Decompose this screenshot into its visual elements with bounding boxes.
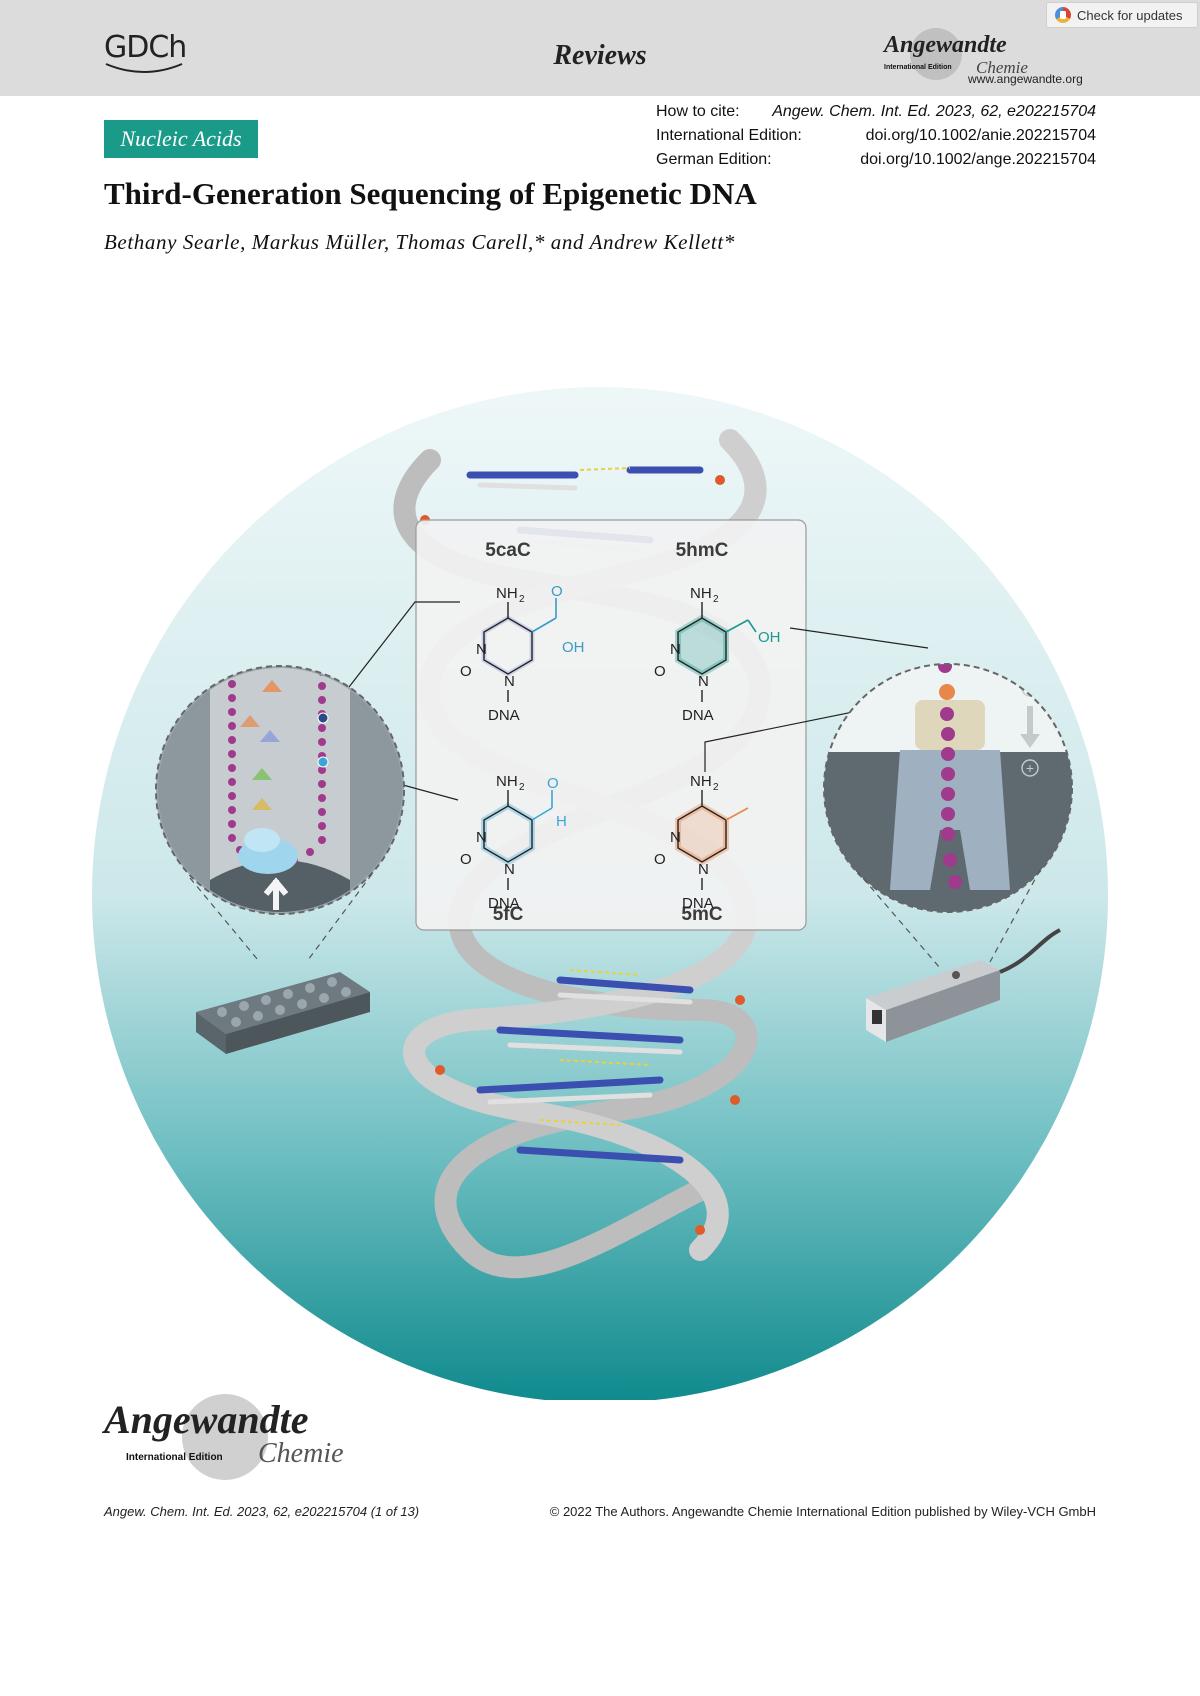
base-label-5mc: 5mC — [681, 904, 722, 925]
citation-block: How to cite: Angew. Chem. Int. Ed. 2023,… — [656, 100, 1096, 172]
substituent-5cac: OH — [562, 639, 585, 656]
amino-label: NH — [496, 773, 518, 790]
amino-subscript: 2 — [519, 594, 525, 605]
structure-5hmc: NH 2 N N O OH DNA — [654, 585, 781, 724]
carbonyl-o-5fc: O — [547, 775, 559, 792]
ring-n-label: N — [698, 673, 709, 690]
base-label-5fc: 5fC — [493, 904, 524, 925]
cite-label: How to cite: — [656, 103, 740, 120]
plus-sign: + — [1026, 760, 1034, 776]
toc-graphic: 5caC 5hmC 5fC 5mC NH 2 N N O OH O DNA NH… — [92, 387, 1108, 1400]
journal-url[interactable]: www.angewandte.org — [968, 72, 1083, 86]
intl-doi-link[interactable]: doi.org/10.1002/anie.202215704 — [865, 127, 1096, 144]
journal-logo-circle — [910, 28, 962, 80]
structure-5cac: NH 2 N N O OH O DNA — [460, 583, 585, 724]
cite-row: How to cite: Angew. Chem. Int. Ed. 2023,… — [656, 100, 1096, 124]
article-title: Third-Generation Sequencing of Epigeneti… — [104, 176, 757, 211]
smrt-zoom — [155, 665, 405, 915]
header-band — [0, 0, 1200, 96]
amino-label: NH — [690, 773, 712, 790]
smrt-chip — [196, 972, 370, 1054]
intl-row: International Edition: doi.org/10.1002/a… — [656, 124, 1096, 148]
carbonyl-o-5cac: O — [551, 583, 563, 600]
journal-logo-sub: Chemie — [976, 58, 1028, 77]
ring-o-label: O — [460, 663, 472, 680]
ring-n-label: N — [670, 641, 681, 658]
gdch-logo-arc — [105, 63, 183, 73]
ring-n-label: N — [476, 829, 487, 846]
ring-o-label: O — [460, 851, 472, 868]
substituent-5fc: H — [556, 813, 567, 830]
nanopore-zoom: − + — [823, 663, 1073, 913]
minion-device — [866, 928, 1061, 1042]
amino-subscript: 2 — [713, 594, 719, 605]
journal-logo-main: Angewandte — [884, 32, 1007, 58]
base-label-5cac: 5caC — [485, 540, 531, 561]
amino-subscript: 2 — [713, 782, 719, 793]
crossmark-icon — [1055, 7, 1071, 23]
amino-subscript: 2 — [519, 782, 525, 793]
dna-label: DNA — [488, 895, 520, 912]
ring-n-label: N — [698, 861, 709, 878]
footer-citation: Angew. Chem. Int. Ed. 2023, 62, e2022157… — [104, 1504, 420, 1519]
bases-panel — [415, 519, 807, 931]
german-label: German Edition: — [656, 151, 772, 168]
base-label-5hmc: 5hmC — [676, 540, 729, 561]
gdch-logo: GDCh — [104, 30, 187, 65]
category-tag: Nucleic Acids — [104, 120, 258, 158]
footer-logo-edition: International Edition — [126, 1452, 223, 1463]
german-row: German Edition: doi.org/10.1002/ange.202… — [656, 148, 1096, 172]
dna-label: DNA — [682, 707, 714, 724]
footer-logo-sub: Chemie — [258, 1438, 344, 1469]
ring-n-label: N — [504, 861, 515, 878]
ring-n-label: N — [670, 829, 681, 846]
structure-5fc: NH 2 N N O H O DNA — [460, 773, 567, 912]
footer-copyright: © 2022 The Authors. Angewandte Chemie In… — [549, 1504, 1096, 1519]
article-authors: Bethany Searle, Markus Müller, Thomas Ca… — [104, 230, 735, 254]
section-label: Reviews — [553, 40, 647, 71]
structure-5mc: NH 2 N N O DNA — [654, 773, 749, 912]
footer-logo-main: Angewandte — [104, 1397, 309, 1442]
check-updates-button[interactable]: Check for updates — [1046, 2, 1198, 28]
ring-n-label: N — [504, 673, 515, 690]
german-doi-link[interactable]: doi.org/10.1002/ange.202215704 — [860, 151, 1096, 168]
amino-label: NH — [496, 585, 518, 602]
footer-journal-logo: Angewandte International Edition Chemie — [104, 1388, 384, 1480]
dna-label: DNA — [682, 895, 714, 912]
dna-label: DNA — [488, 707, 520, 724]
substituent-5hmc: OH — [758, 629, 781, 646]
journal-logo-edition: International Edition — [884, 64, 952, 71]
ring-n-label: N — [476, 641, 487, 658]
intl-label: International Edition: — [656, 127, 802, 144]
amino-label: NH — [690, 585, 712, 602]
ring-o-label: O — [654, 851, 666, 868]
ring-o-label: O — [654, 663, 666, 680]
footer-logo-circle — [182, 1394, 268, 1480]
check-updates-label: Check for updates — [1077, 7, 1183, 23]
cite-ref: Angew. Chem. Int. Ed. 2023, 62, e2022157… — [772, 103, 1096, 120]
zoom-lines — [189, 869, 1041, 969]
